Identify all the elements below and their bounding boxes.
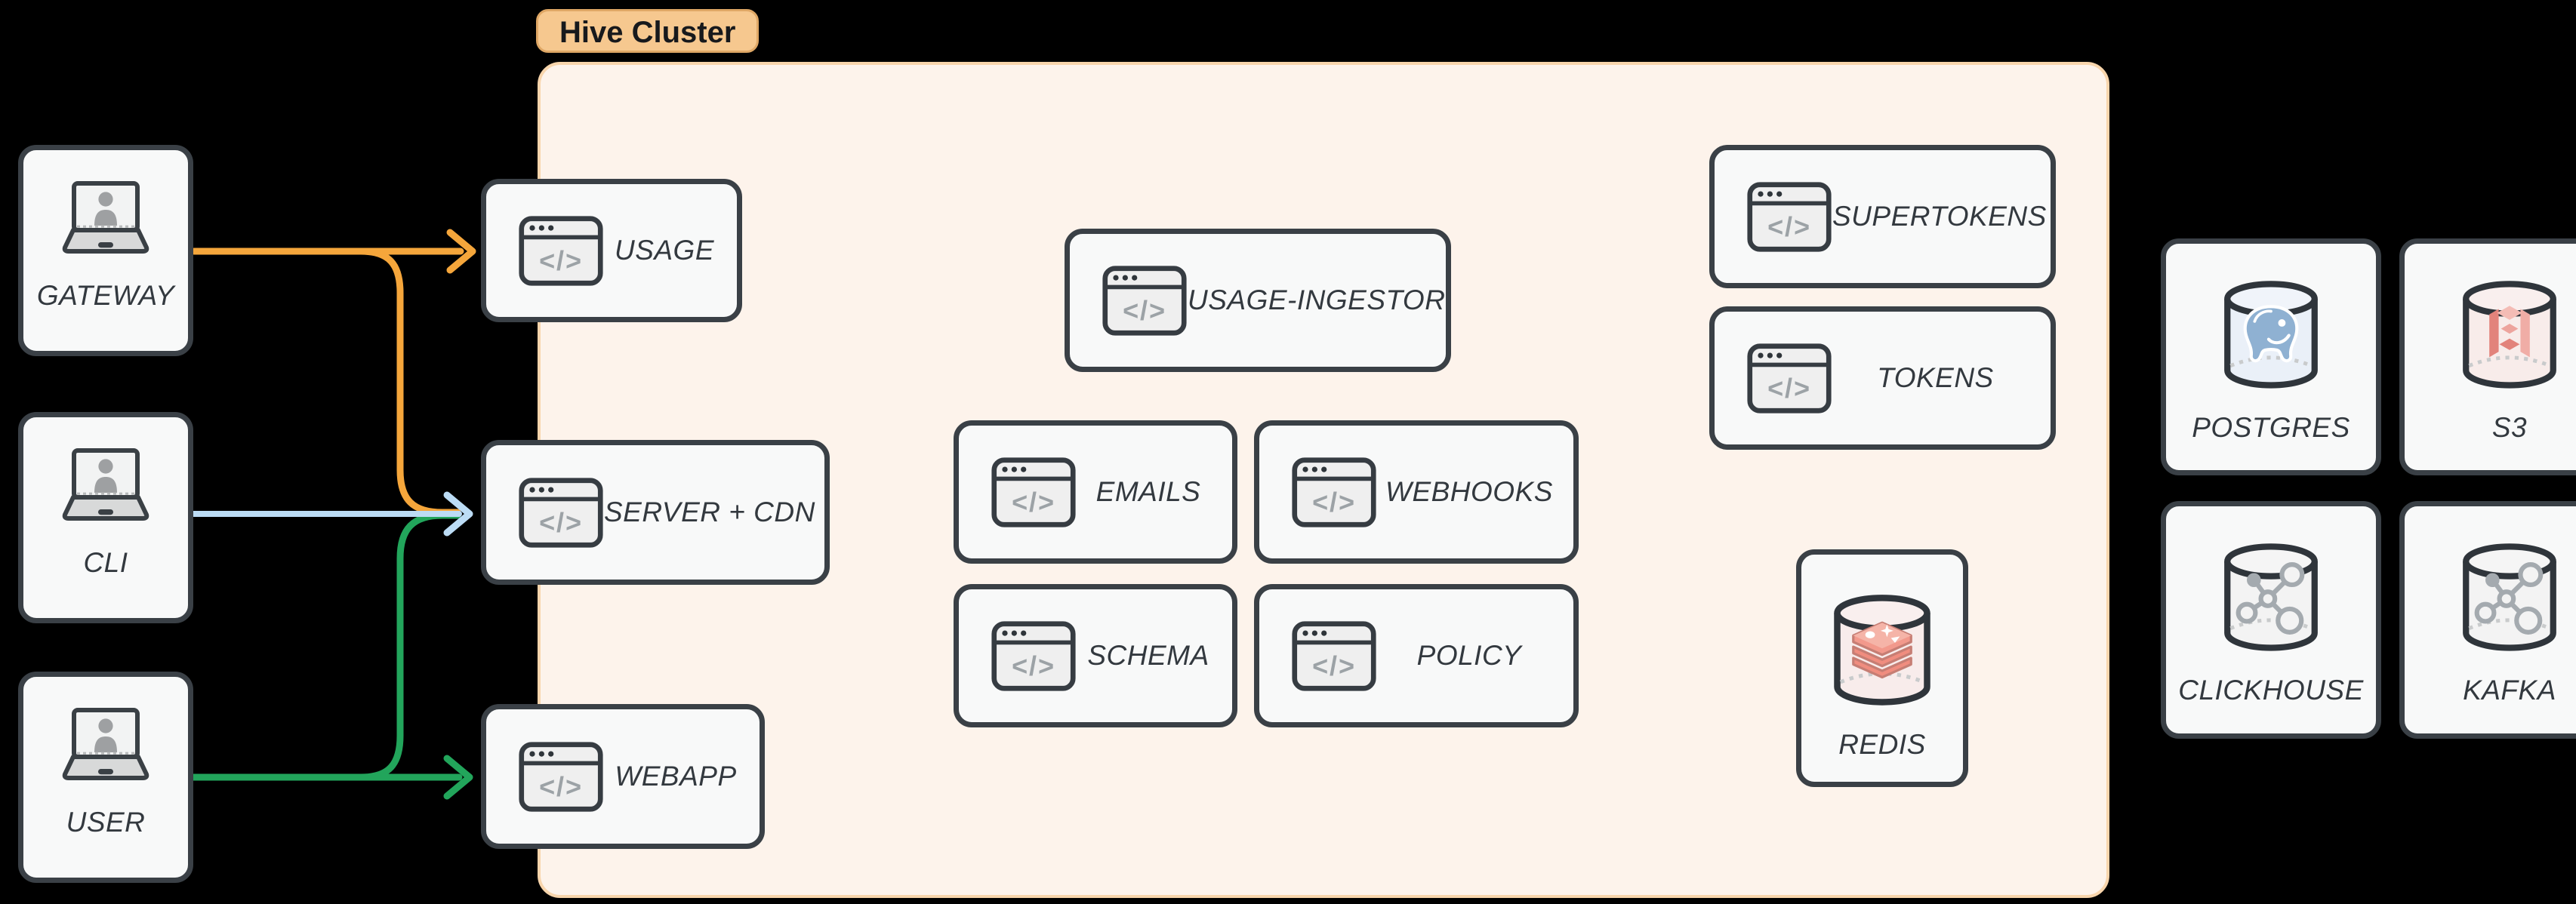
node-usage-ingestor[interactable]: USAGE-INGESTOR [1065, 229, 1451, 372]
node-schema[interactable]: SCHEMA [954, 584, 1237, 727]
edge-gateway-usage-arrowhead [446, 229, 476, 274]
node-supertokens-label: SUPERTOKENS [1832, 201, 2047, 232]
node-user-label: USER [66, 807, 146, 838]
code-window-icon [1746, 181, 1832, 253]
clickhouse-database-icon [2221, 543, 2321, 655]
node-usage[interactable]: USAGE [481, 179, 742, 322]
node-usage-ingestor-label: USAGE-INGESTOR [1188, 284, 1446, 315]
edge-user-webapp-arrowhead [443, 755, 473, 800]
node-gateway-label: GATEWAY [36, 280, 175, 311]
node-gateway[interactable]: GATEWAY [18, 145, 193, 356]
laptop-icon [57, 447, 154, 529]
node-postgres-label: POSTGRES [2192, 412, 2350, 443]
node-tokens-label: TOKENS [1877, 362, 1994, 393]
node-emails[interactable]: EMAILS [954, 420, 1237, 564]
node-server-cdn[interactable]: SERVER + CDN [481, 440, 830, 585]
code-window-icon [1291, 457, 1377, 528]
node-redis[interactable]: REDIS [1796, 549, 1968, 787]
node-supertokens[interactable]: SUPERTOKENS [1709, 145, 2056, 288]
code-window-icon [991, 620, 1077, 692]
node-webhooks[interactable]: WEBHOOKS [1254, 420, 1579, 564]
node-usage-label: USAGE [614, 235, 715, 266]
code-window-icon [1102, 265, 1188, 337]
edge-gateway-server-branch [357, 248, 461, 516]
node-kafka[interactable]: KAFKA [2399, 501, 2576, 739]
laptop-icon [57, 707, 154, 789]
node-cli-label: CLI [83, 547, 128, 578]
node-user[interactable]: USER [18, 672, 193, 883]
laptop-icon [57, 180, 154, 262]
node-tokens[interactable]: TOKENS [1709, 306, 2056, 450]
node-emails-label: EMAILS [1095, 476, 1201, 507]
node-clickhouse-label: CLICKHOUSE [2178, 675, 2364, 706]
node-postgres[interactable]: POSTGRES [2161, 238, 2381, 475]
node-server-cdn-label: SERVER + CDN [604, 497, 815, 527]
node-schema-label: SCHEMA [1087, 640, 1209, 671]
kafka-database-icon [2460, 543, 2559, 655]
edge-cli-server-arrowhead [443, 491, 473, 537]
node-s3-label: S3 [2491, 412, 2528, 443]
code-window-icon [518, 477, 604, 549]
code-window-icon [518, 741, 604, 813]
node-policy-label: POLICY [1416, 640, 1522, 671]
node-clickhouse[interactable]: CLICKHOUSE [2161, 501, 2381, 739]
code-window-icon [1291, 620, 1377, 692]
s3-database-icon [2460, 280, 2559, 392]
node-policy[interactable]: POLICY [1254, 584, 1579, 727]
node-s3[interactable]: S3 [2399, 238, 2576, 475]
code-window-icon [991, 457, 1077, 528]
redis-database-icon [1831, 594, 1934, 709]
postgres-database-icon [2221, 280, 2321, 392]
node-webapp-label: WEBAPP [615, 761, 737, 792]
node-webapp[interactable]: WEBAPP [481, 704, 765, 849]
edge-user-server-branch [357, 512, 461, 781]
code-window-icon [1746, 343, 1832, 414]
node-cli[interactable]: CLI [18, 412, 193, 623]
code-window-icon [518, 215, 604, 287]
node-kafka-label: KAFKA [2463, 675, 2556, 706]
node-redis-label: REDIS [1838, 729, 1926, 760]
node-webhooks-label: WEBHOOKS [1385, 476, 1553, 507]
hive-cluster-label: Hive Cluster [536, 9, 760, 53]
